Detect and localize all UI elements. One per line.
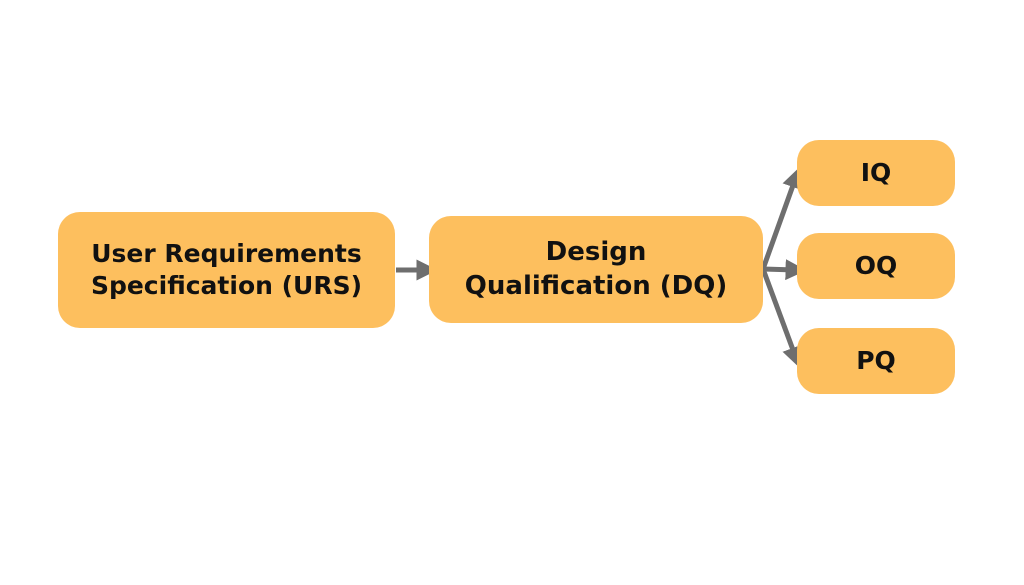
node-iq-label: IQ (860, 158, 892, 187)
node-urs-line1: User Requirements (91, 239, 362, 268)
node-oq-label: OQ (854, 251, 898, 280)
arrow-dq-to-pq (760, 268, 803, 368)
node-urs: User Requirements Specification (URS) (58, 212, 395, 328)
arrow-dq-to-oq (762, 259, 807, 281)
arrow-dq-to-iq (760, 167, 803, 270)
node-oq: OQ (797, 233, 955, 299)
node-urs-line2: Specification (URS) (90, 271, 363, 300)
node-dq-line1: Design (545, 237, 647, 268)
node-iq: IQ (797, 140, 955, 206)
node-dq: Design Qualification (DQ) (429, 216, 763, 323)
node-pq-label: PQ (856, 346, 896, 375)
node-dq-line2: Qualification (DQ) (464, 270, 728, 301)
node-pq: PQ (797, 328, 955, 394)
